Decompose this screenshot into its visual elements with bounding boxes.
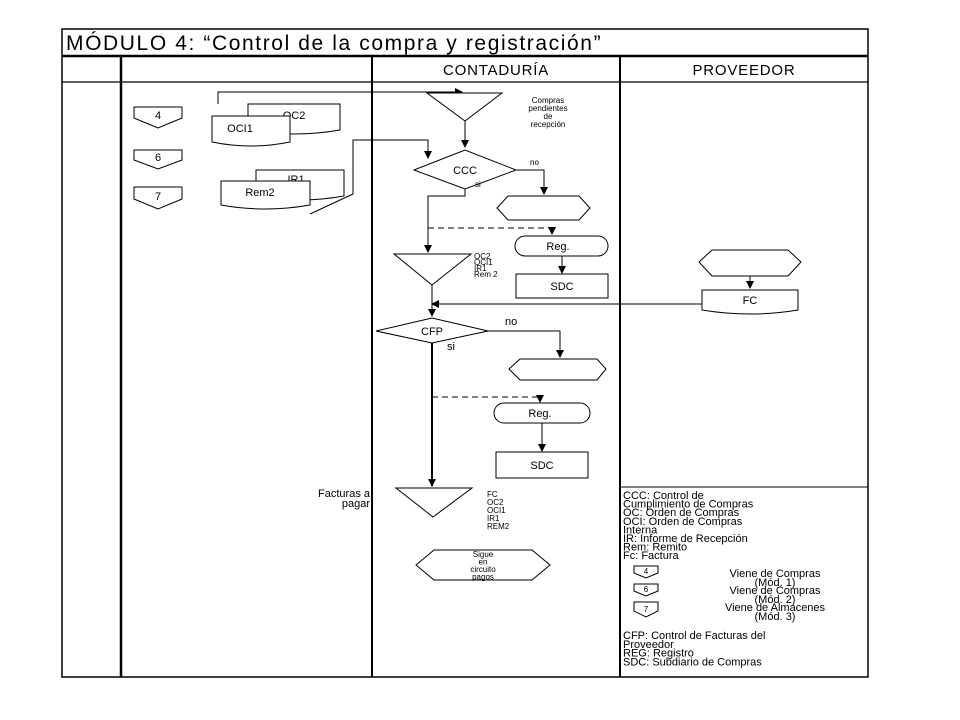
legend-abbrev-line: OCI: Orden de Compras [623,516,743,528]
facturas-a-pagar-line: pagar [342,498,370,510]
connector-6-label: 6 [155,152,161,164]
connector-4: 4 [133,106,183,129]
connector-4-label: 4 [155,110,161,122]
archive-documentos-line: OCI1 [474,258,493,267]
legend-abbrev-2-line: REG: Registro [623,648,694,660]
lane-header-proveedor: PROVEEDOR [692,62,795,79]
legend-item-6-line1: Viene de Compras [730,585,821,597]
process-sdc-1: SDC [515,273,609,299]
legend-abbrev-line: Fc: Factura [623,550,680,562]
ccc-no-terminal [496,195,591,221]
cfp-no-branch [488,330,564,358]
legend-connector-6-num: 6 [644,585,649,594]
terminal-sigue-line: pagos [472,573,494,582]
process-sdc-2: SDC [495,451,589,479]
terminal-sigue-line: Sigue [473,550,494,559]
legend-connector-6: 6 Viene de Compras (Mód. 2) [633,583,821,606]
ccc-no-branch [516,169,548,195]
ccc-si-label: si [475,180,481,189]
facturas-a-pagar-line: Facturas a [318,488,371,500]
archive-pendientes-line: pendientes [528,104,567,113]
decision-cfp: CFP [375,317,489,344]
legend-item-4-line2: (Mód. 1) [755,577,796,589]
legend-abbrev-line: Cumplimiento de Compras [623,499,754,511]
document-flow-lines [217,88,463,215]
legend-item-7-line1: Viene de Almacenes [725,602,826,614]
cfp-no-terminal [508,358,607,381]
document-rem2-label: Rem2 [245,187,274,199]
diagram-frame [61,28,869,678]
proveedor-start-terminal [698,249,802,277]
archive-facturas-doc-line: IR1 [487,514,500,523]
legend-abbrev-line: IR: Informe de Recepción [623,533,748,545]
ccc-si-branch [424,189,466,253]
process-reg-2-label: Reg. [528,408,551,420]
lane-header-contaduria: CONTADURÍA [443,62,549,79]
decision-cfp-label: CFP [421,326,443,338]
dashed-to-reg-1 [428,227,556,235]
dashed-to-reg-2 [432,395,544,403]
process-reg-2: Reg. [493,402,591,424]
legend-item-4-line1: Viene de Compras [730,568,821,580]
archive-facturas-doc-line: FC [487,490,498,499]
legend-abbrev-line: OC: Orden de Compras [623,507,740,519]
process-sdc-1-label: SDC [550,281,573,293]
archive-pendientes-line: Compras [532,96,564,105]
decision-ccc-label: CCC [453,165,477,177]
legend-connector-4-num: 4 [644,567,649,576]
legend-abbrev-line: Interna [623,524,658,536]
legend-item-7-line2: (Mód. 3) [755,611,796,623]
document-fc: FC [701,289,799,315]
connector-7-label: 7 [155,191,161,203]
archive-documentos-line: IR1 [474,264,487,273]
archive-pendientes-line: recepción [531,120,566,129]
connector-7: 7 [133,186,183,210]
legend-abbrev-line: Rem: Remito [623,542,687,554]
document-oci1-label: OCI1 [227,123,253,135]
archive-facturas-doc-line: REM2 [487,522,510,531]
legend-abbrev-2-line: CFP: Control de Facturas del [623,630,765,642]
terminal-sigue-line: en [479,558,488,567]
process-reg-1-label: Reg. [546,241,569,253]
legend-connector-7-num: 7 [644,605,649,614]
legend-connector-4: 4 Viene de Compras (Mód. 1) [633,565,821,589]
decision-ccc: CCC [412,149,518,190]
document-rem2: Rem2 [220,180,311,210]
cfp-si-label: si [447,341,455,353]
connector-6: 6 [133,149,183,170]
ccc-no-label: no [530,158,539,167]
archive-documentos-line: Rem 2 [474,270,498,279]
legend-item-6-line2: (Mód. 2) [755,594,796,606]
terminal-sigue-line: circuito [470,565,496,574]
legend-connector-7: 7 Viene de Almacenes (Mód. 3) [633,601,826,623]
cfp-no-label: no [505,316,517,328]
archive-facturas-doc-line: OC2 [487,498,504,507]
document-oci1: OCI1 [211,115,291,147]
archive-documentos-line: OC2 [474,252,491,261]
document-fc-label: FC [743,295,758,307]
legend-abbrev-line: CCC: Control de [623,490,704,502]
archive-facturas-doc-line: OCI1 [487,506,506,515]
diagram-title: MÓDULO 4: “Control de la compra y regist… [66,32,602,55]
legend-abbrev-2-line: Proveedor [623,639,674,651]
process-reg-1: Reg. [514,235,609,257]
process-sdc-2-label: SDC [530,460,553,472]
legend-abbrev-2-line: SDC: Subdiario de Compras [623,656,762,668]
archive-pendientes-line: de [544,112,553,121]
